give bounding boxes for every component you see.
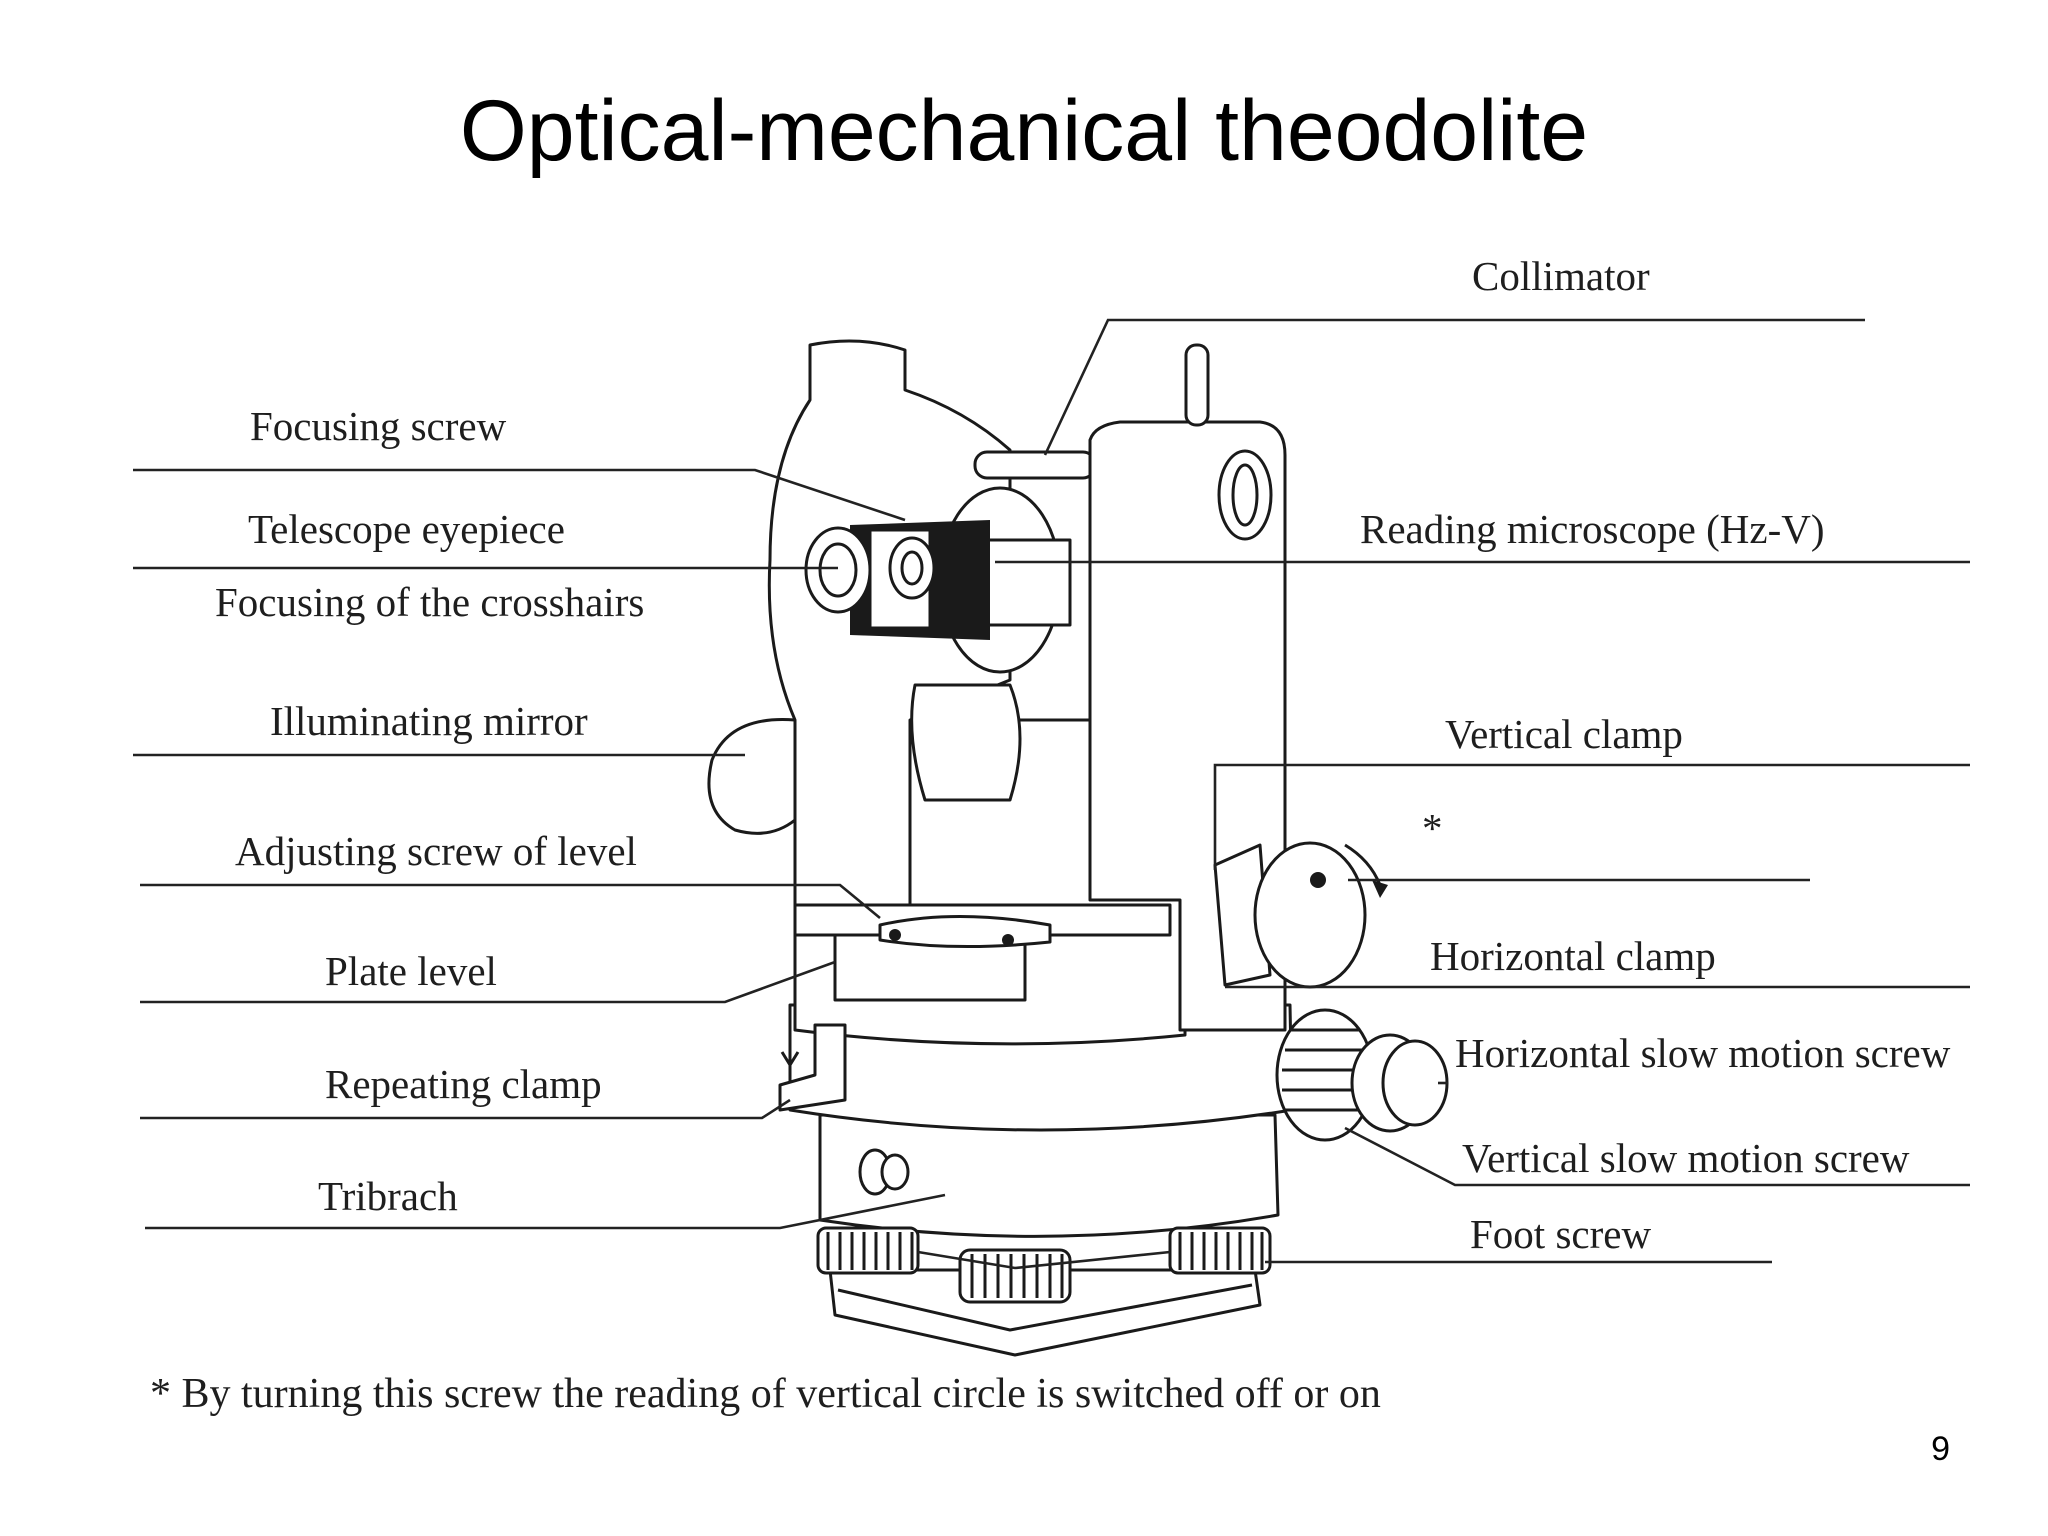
leader-collimator — [1043, 318, 1865, 456]
leader-lines — [133, 318, 1970, 1270]
collimator-sight — [973, 450, 1097, 480]
label-vertical-slow-motion: Vertical slow motion screw — [1462, 1135, 1910, 1181]
telescope — [804, 486, 1072, 674]
foot-screw-left — [816, 1226, 920, 1275]
label-telescope-eyepiece: Telescope eyepiece — [248, 506, 565, 552]
foot-plate-edge — [837, 1283, 1253, 1332]
tribrach-knob-cap — [880, 1153, 910, 1191]
right-post — [1184, 343, 1210, 427]
foot-screw-center — [958, 1248, 1072, 1304]
label-tribrach: Tribrach — [318, 1173, 458, 1219]
left-standard-top — [808, 345, 907, 400]
leader-vertical-clamp — [1213, 763, 1970, 870]
leader-repeating-clamp — [140, 1098, 791, 1120]
label-focusing-screw: Focusing screw — [250, 403, 507, 449]
leader-vertical-slow-motion — [1344, 1126, 1970, 1187]
leader-focusing-screw — [133, 468, 906, 522]
label-adjusting-screw-level: Adjusting screw of level — [235, 828, 637, 874]
leader-foot-screw-join — [917, 1250, 1171, 1270]
label-illuminating-mirror: Illuminating mirror — [270, 698, 588, 744]
vertical-clamp-bracket — [1213, 843, 1272, 987]
label-horizontal-clamp: Horizontal clamp — [1430, 933, 1716, 979]
footnote: * By turning this screw the reading of v… — [150, 1371, 1381, 1417]
slow-motion-drive — [1275, 1008, 1449, 1142]
leader-plate-level — [140, 960, 836, 1004]
label-horizontal-slow-motion: Horizontal slow motion screw — [1455, 1030, 1951, 1076]
label-reading-microscope: Reading microscope (Hz-V) — [1360, 506, 1825, 552]
vertical-clamp-knob — [1253, 841, 1367, 989]
leader-adjusting-screw — [140, 883, 881, 920]
label-plate-level: Plate level — [325, 948, 497, 994]
label-repeating-clamp: Repeating clamp — [325, 1061, 602, 1107]
page-number: 9 — [1931, 1430, 1950, 1468]
label-vertical-clamp: Vertical clamp — [1445, 711, 1683, 757]
leader-tribrach — [145, 1193, 946, 1230]
vertical-circle-block — [910, 683, 1022, 802]
label-collimator: Collimator — [1472, 253, 1650, 299]
slide-title: Optical-mechanical theodolite — [459, 83, 1589, 179]
illuminating-mirror — [707, 718, 796, 835]
asterisk-marker: * — [1422, 805, 1443, 851]
label-focusing-crosshairs: Focusing of the crosshairs — [215, 579, 644, 625]
repeating-clamp-part — [778, 1023, 847, 1112]
foot-screw-right — [1168, 1226, 1272, 1275]
plate-level-vial — [878, 915, 1052, 949]
callout-labels: Collimator Focusing screw Telescope eyep… — [215, 253, 1951, 1257]
label-foot-screw: Foot screw — [1470, 1211, 1651, 1257]
theodolite-drawing — [707, 339, 1449, 1357]
